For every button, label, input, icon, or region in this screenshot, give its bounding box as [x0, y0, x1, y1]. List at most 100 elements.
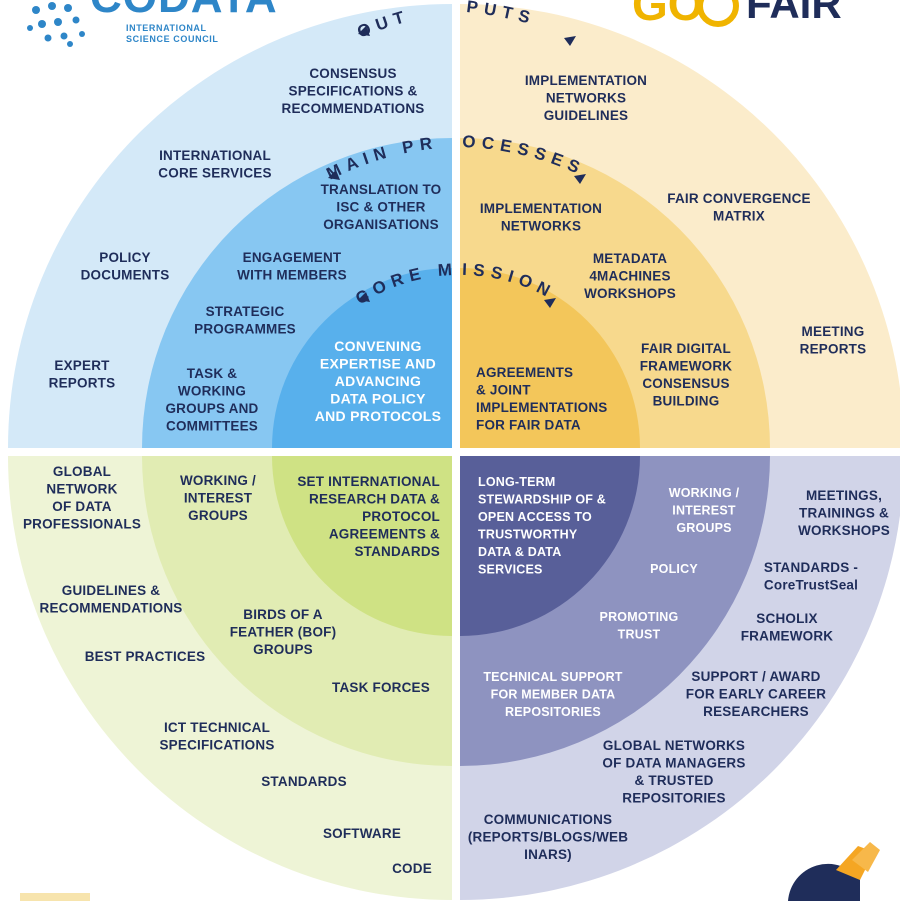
- gofair-process-label-line: BUILDING: [653, 394, 720, 409]
- wds-output-label-line: SCHOLIX: [756, 611, 817, 626]
- wds-logo: [752, 838, 900, 901]
- wds-output-label-line: OF DATA MANAGERS: [602, 756, 745, 771]
- wds-output-label-line: INARS): [524, 847, 572, 862]
- codata-logo: CODATA INTERNATIONAL SCIENCE COUNCIL: [27, 0, 278, 47]
- rda-process-label: TASK FORCES: [332, 680, 430, 695]
- rda-output-label-line: STANDARDS: [261, 774, 347, 789]
- wds-output-label-line: SUPPORT / AWARD: [691, 669, 820, 684]
- codata-output-label-line: DOCUMENTS: [81, 268, 170, 283]
- wds-output-label-line: (REPORTS/BLOGS/WEB: [468, 830, 628, 845]
- rda-output-label-line: GUIDELINES &: [62, 583, 160, 598]
- rda-process-label-line: INTEREST: [184, 491, 253, 506]
- gofair-core-mission-label-line: AGREEMENTS: [476, 365, 573, 380]
- codata-process-label-line: ENGAGEMENT: [243, 250, 342, 265]
- arrow-left-icon: [358, 26, 370, 36]
- rda-process-label-line: TASK FORCES: [332, 680, 430, 695]
- gofair-core-ring: [460, 268, 640, 448]
- codata-output-label-line: CONSENSUS: [309, 66, 396, 81]
- wds-process-label-line: GROUPS: [676, 521, 731, 535]
- wds-process-label-line: TECHNICAL SUPPORT: [483, 670, 622, 684]
- codata-process-label-line: WORKING: [178, 384, 246, 399]
- rda-output-label: SOFTWARE: [323, 826, 401, 841]
- wds-output-label-line: MEETINGS,: [806, 488, 882, 503]
- rda-output-label-line: OF DATA: [52, 499, 111, 514]
- arrow-right-icon: [544, 298, 556, 308]
- rda-process-label-line: GROUPS: [188, 508, 248, 523]
- arrow-right-icon: [564, 36, 576, 46]
- rda-core-mission-label-line: PROTOCOL: [362, 509, 440, 524]
- wds-output-label-line: GLOBAL NETWORKS: [603, 738, 745, 753]
- wds-globe-icon: [788, 863, 860, 901]
- codata-core-mission-label-line: AND PROTOCOLS: [315, 408, 442, 424]
- gofair-output-label-line: IMPLEMENTATION: [525, 73, 647, 88]
- rda-quadrant: [8, 456, 452, 900]
- codata-process-label-line: GROUPS AND: [165, 401, 258, 416]
- codata-subtitle-line2: SCIENCE COUNCIL: [126, 34, 219, 44]
- wds-output-label-line: CoreTrustSeal: [764, 578, 858, 593]
- wds-process-label-line: POLICY: [650, 562, 698, 576]
- gofair-output-label-line: GUIDELINES: [544, 108, 629, 123]
- wds-output-label-line: STANDARDS -: [764, 560, 858, 575]
- gofair-process-label-line: FRAMEWORK: [640, 359, 733, 374]
- gofair-output-label: MEETING REPORTS: [800, 324, 867, 357]
- wds-core-mission-label-line: OPEN ACCESS TO: [478, 510, 592, 524]
- gofair-output-label-line: MEETING: [802, 324, 865, 339]
- codata-core-mission-label-line: ADVANCING: [335, 373, 421, 389]
- codata-output-label-line: EXPERT: [54, 358, 110, 373]
- arrow-left-icon: [358, 292, 370, 302]
- wds-core-mission-label-line: LONG-TERM: [478, 475, 555, 489]
- codata-core-ring: [272, 268, 452, 448]
- codata-process-label-line: STRATEGIC: [206, 304, 285, 319]
- gofair-output-label-line: FAIR CONVERGENCE: [667, 191, 810, 206]
- codata-process-label-line: TASK &: [187, 366, 237, 381]
- codata-quadrant: [8, 4, 452, 448]
- gofair-go-text: GO: [632, 0, 704, 30]
- wds-output-label-line: COMMUNICATIONS: [484, 812, 613, 827]
- wds-core-ring: [460, 456, 640, 636]
- globe-icon: [697, 0, 739, 27]
- gofair-output-label-line: REPORTS: [800, 342, 867, 357]
- rda-core-mission-label-line: RESEARCH DATA &: [309, 492, 440, 507]
- rda-output-label: GUIDELINES &RECOMMENDATIONS: [40, 583, 183, 616]
- gofair-core-mission-label-line: & JOINT: [476, 383, 531, 398]
- rda-output-label-line: BEST PRACTICES: [85, 649, 206, 664]
- gofair-process-label-line: FAIR DIGITAL: [641, 341, 731, 356]
- codata-wordmark: CODATA: [90, 0, 278, 22]
- wds-process-label-line: WORKING /: [669, 486, 740, 500]
- gofair-output-label-line: MATRIX: [713, 209, 765, 224]
- codata-core-mission-label-line: EXPERTISE AND: [320, 356, 436, 372]
- gofair-core-mission-label-line: IMPLEMENTATIONS: [476, 400, 608, 415]
- codata-process-label-line: TRANSLATION TO: [321, 182, 442, 197]
- gofair-core-mission-label-line: FOR FAIR DATA: [476, 418, 581, 433]
- wds-core-mission-label-line: TRUSTWORTHY: [478, 528, 578, 542]
- gofair-process-label-line: IMPLEMENTATION: [480, 201, 602, 216]
- rda-process-label-line: GROUPS: [253, 642, 313, 657]
- gofair-quadrant: [460, 4, 900, 448]
- codata-core-mission-label-line: CONVENING: [334, 338, 422, 354]
- codata-output-label-line: SPECIFICATIONS &: [289, 84, 418, 99]
- codata-process-label-line: ISC & OTHER: [336, 200, 425, 215]
- gofair-process-label-line: NETWORKS: [501, 219, 581, 234]
- gofair-process-label: IMPLEMENTATION NETWORKS: [480, 201, 602, 234]
- rda-output-label-line: PROFESSIONALS: [23, 517, 141, 532]
- gofair-logo: GO FAIR: [632, 0, 842, 30]
- rda-core-mission-label-line: AGREEMENTS &: [329, 527, 440, 542]
- wds-output-label-line: WORKSHOPS: [798, 523, 890, 538]
